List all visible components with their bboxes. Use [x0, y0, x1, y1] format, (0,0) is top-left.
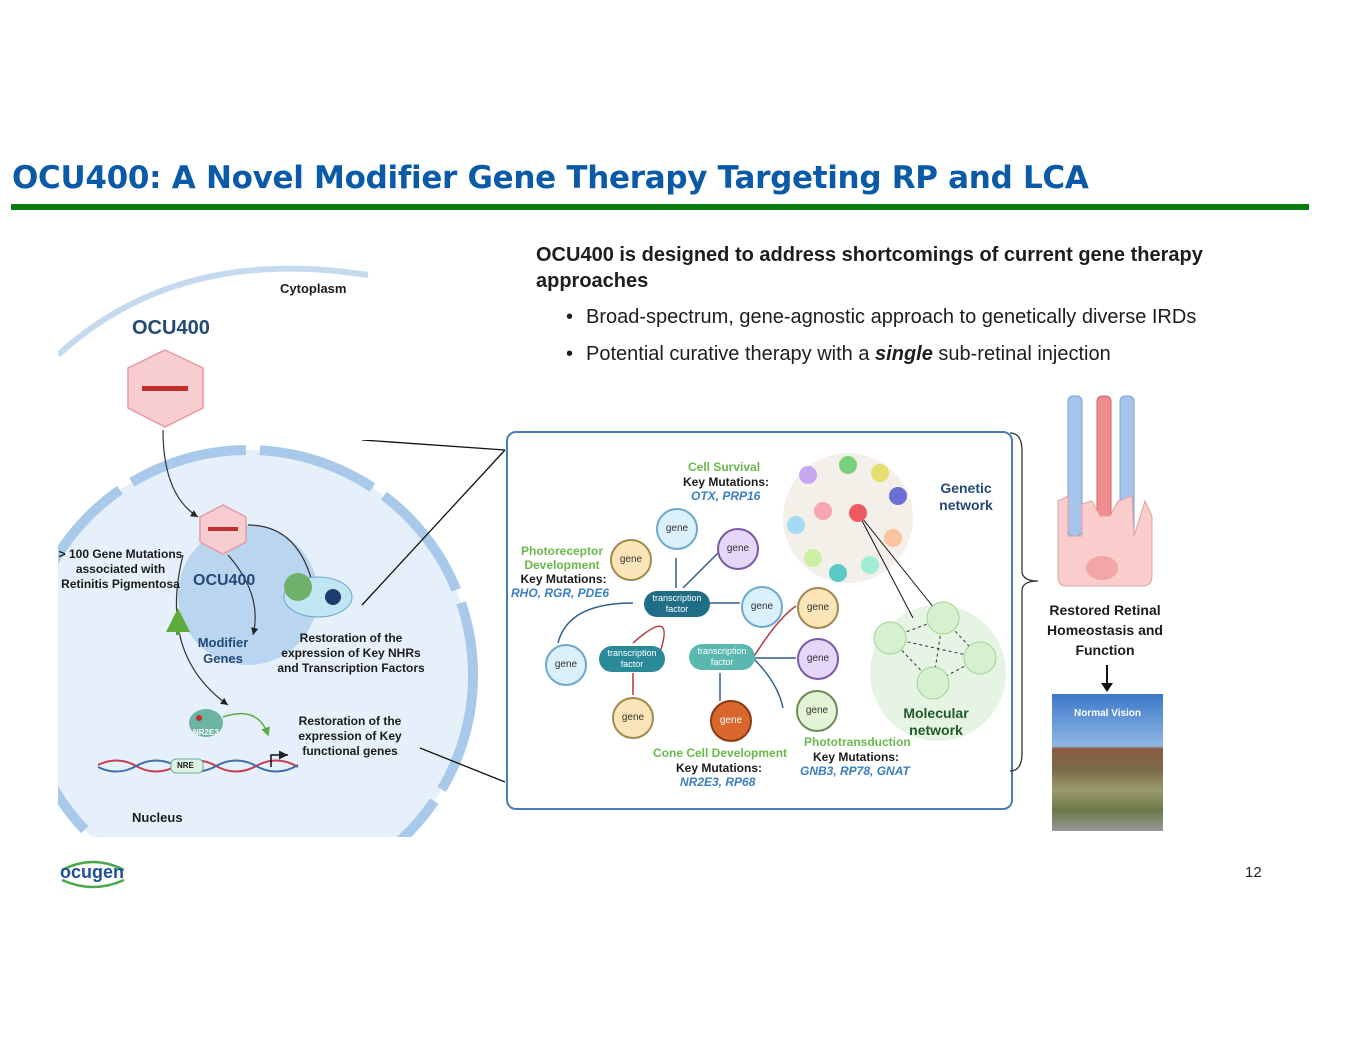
cytoplasm-label: Cytoplasm: [280, 281, 347, 296]
protein-blob: [284, 573, 312, 601]
nucleus-label: Nucleus: [132, 810, 183, 825]
bracket: [1009, 432, 1039, 772]
gene-node: gene: [545, 644, 587, 686]
arrow: [557, 602, 634, 644]
rpe-nucleus: [1086, 556, 1118, 580]
molecular-nodes: [873, 601, 997, 700]
phototransduction-genes: GNB3, RP78, GNAT: [800, 764, 910, 778]
entry-arrow: [162, 429, 199, 518]
cone-key: Key Mutations:: [676, 761, 763, 775]
logo-text: ocugen: [60, 862, 125, 882]
transcription-start-arrow: [270, 750, 288, 767]
cell-survival-key: Key Mutations:: [683, 475, 770, 489]
gene-node: gene: [741, 586, 783, 628]
bullet-item: Potential curative therapy with a single…: [566, 341, 1196, 367]
cell-illustration: [58, 265, 478, 837]
nr2e3-label: NR2E3: [193, 728, 219, 737]
bullet-emphasis: single: [875, 343, 933, 365]
connector-line-bottom: [419, 747, 506, 783]
restoration-nhr-label: Restoration of the expression of Key NHR…: [277, 631, 425, 675]
gene-node: gene: [612, 697, 654, 739]
gene-node: gene: [656, 508, 698, 550]
logo-swoosh-icon: [61, 860, 125, 889]
bullet-text: Potential curative therapy with a: [586, 343, 876, 365]
connector-line-top: [361, 440, 506, 451]
genetic-network-label: Genetic network: [939, 480, 993, 513]
arrow: [752, 657, 784, 709]
slide-title: OCU400: A Novel Modifier Gene Therapy Ta…: [12, 160, 1089, 196]
nre-box: [170, 758, 204, 774]
zoom-connector-lines: [361, 440, 506, 783]
cone-title: Cone Cell Development: [653, 746, 788, 760]
arrow-to-nhr: [247, 524, 315, 586]
nucleus-inner-region: [178, 525, 318, 665]
bullet-list: Broad-spectrum, gene-agnostic approach t…: [566, 304, 1196, 378]
bullet-text: Broad-spectrum, gene-agnostic approach t…: [586, 306, 1197, 328]
restored-homeostasis-label: Restored Retinal Homeostasis and Functio…: [1047, 602, 1163, 658]
inhibition-line: [632, 625, 665, 659]
protein-blob: [325, 589, 341, 605]
photoreceptor-key: Key Mutations:: [520, 572, 607, 586]
rpe-cell: [1057, 495, 1153, 587]
transcription-factor-node: transcription factor: [644, 591, 710, 617]
cell-survival-genes: OTX, PRP16: [691, 489, 761, 503]
ocu400-vector-label: OCU400: [132, 317, 210, 339]
phototransduction-title: Phototransduction: [804, 735, 911, 749]
activation-arrow: [222, 712, 270, 737]
molecular-network-label: Molecular network: [903, 705, 969, 738]
gene-node-highlighted: gene: [710, 700, 752, 742]
page-number: 12: [1245, 864, 1262, 881]
transgene-cassette: [142, 386, 188, 391]
zoom-line: [857, 512, 939, 614]
ocugen-logo: ocugen: [58, 856, 128, 892]
genetic-network-nodes: [787, 456, 907, 582]
gene-node: gene: [610, 539, 652, 581]
cone-genes: NR2E3, RP68: [680, 775, 756, 789]
intro-text: OCU400 is designed to address shortcomin…: [536, 244, 1203, 292]
photoreceptor-genes: RHO, RGR, PDE6: [510, 586, 609, 600]
inhibition-line: [752, 605, 797, 659]
gene-node: gene: [717, 528, 759, 570]
rod-cell: [1067, 395, 1083, 537]
gene-node: gene: [797, 638, 839, 680]
down-arrow-icon: [1101, 665, 1113, 692]
transcription-factor-node: transcription factor: [689, 644, 755, 670]
nre-label: NRE: [177, 761, 194, 770]
normal-vision-label: Normal Vision: [1073, 708, 1142, 719]
network-panel: Cell Survival Key Mutations: OTX, PRP16 …: [506, 431, 1013, 810]
ocu400-nucleus-label: OCU400: [193, 572, 256, 589]
gene-node: gene: [796, 690, 838, 732]
phototransduction-key: Key Mutations:: [813, 750, 900, 764]
title-divider: [11, 204, 1309, 210]
arrow-to-modifier: [227, 554, 259, 636]
arrow-to-nr2e3: [175, 554, 229, 706]
zoom-line: [857, 512, 914, 619]
gene-node: gene: [797, 587, 839, 629]
photoreceptor-title: Photoreceptor Development: [520, 544, 603, 572]
transcription-factor-node: transcription factor: [599, 646, 665, 672]
transgene-cassette: [208, 527, 238, 531]
normal-vision-image: Normal Vision: [1052, 694, 1163, 831]
cell-survival-title: Cell Survival: [688, 460, 761, 474]
cone-cell: [1096, 395, 1112, 527]
ligand-dot: [196, 715, 202, 721]
bullet-text: sub-retinal injection: [932, 343, 1111, 365]
cell-membrane-arc: [58, 265, 369, 358]
cell-diagram: Cytoplasm OCU400 > 100 Gene Mutations as…: [58, 255, 478, 837]
retinal-cells-illustration: [1057, 395, 1153, 587]
modifier-genes-label: Modifier Genes: [197, 635, 249, 666]
network-arrows: [557, 453, 1006, 741]
arrow: [682, 547, 724, 589]
mutations-note: > 100 Gene Mutations associated with Ret…: [58, 547, 183, 591]
connector-line-top: [361, 449, 506, 606]
restoration-functional-label: Restoration of the expression of Key fun…: [298, 714, 402, 758]
bullet-item: Broad-spectrum, gene-agnostic approach t…: [566, 304, 1196, 330]
